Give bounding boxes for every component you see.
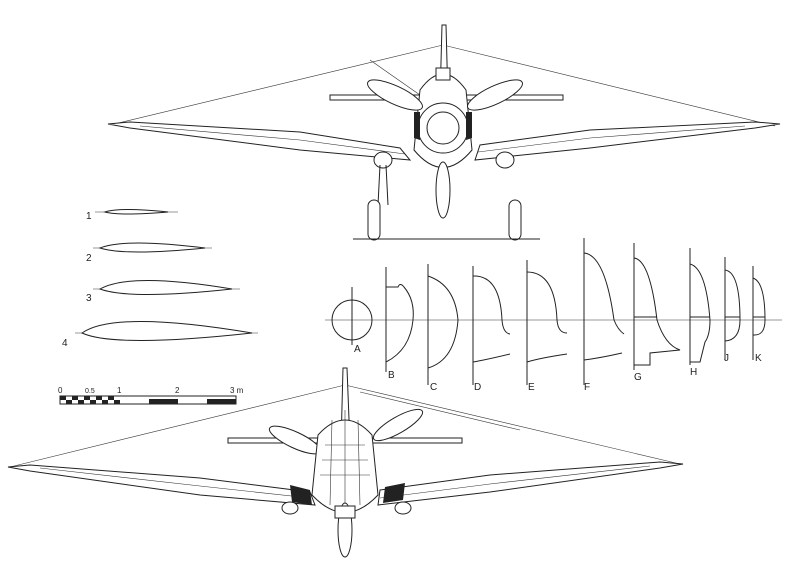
section-H	[689, 263, 711, 363]
left-wheel	[281, 501, 299, 515]
left-wing	[107, 121, 412, 161]
section-B	[385, 284, 414, 363]
bracing-line-right	[442, 44, 776, 127]
airfoil-label: 2	[86, 253, 92, 264]
wing-panel-lines	[39, 465, 651, 499]
scale-bar: 0 0.5 1 2 3 m	[58, 386, 244, 405]
airfoil-1	[103, 209, 169, 215]
bracing-line-left	[109, 44, 444, 126]
section-G	[633, 257, 681, 366]
exhaust-panels	[414, 112, 472, 140]
airfoil-4	[80, 321, 253, 341]
wing-root-panels	[290, 483, 405, 505]
canopy	[435, 67, 451, 81]
section-F	[583, 252, 625, 361]
fuselage-sections: A B C D E F G H J K	[325, 238, 782, 393]
section-label: G	[634, 372, 642, 383]
front-view	[107, 24, 781, 241]
propeller-blade	[367, 79, 423, 111]
section-J	[724, 269, 741, 342]
scale-bar-segment	[149, 399, 178, 404]
gear-fairing	[495, 151, 515, 169]
airfoil-label: 3	[86, 293, 92, 304]
right-wing	[474, 121, 781, 161]
scale-tick-label: 0.5	[85, 388, 95, 395]
airfoil-3	[98, 280, 233, 295]
fuselage-structure-lines	[320, 410, 370, 515]
section-label: A	[354, 344, 361, 355]
airfoil-label: 1	[86, 211, 92, 222]
section-E	[526, 271, 568, 363]
bracing-line-left	[9, 384, 346, 468]
scale-bar-segment	[207, 399, 236, 404]
antenna-line	[369, 59, 421, 96]
tail-wheel-fairing	[334, 505, 356, 519]
section-label: C	[430, 382, 437, 393]
gear-fairing	[373, 151, 393, 169]
section-label: K	[755, 353, 762, 364]
airfoil-2	[98, 242, 206, 253]
left-wheel	[367, 199, 381, 241]
scale-tick-label: 0	[58, 386, 63, 395]
propeller-blade	[467, 79, 523, 111]
right-wheel	[508, 199, 522, 241]
left-wing	[7, 464, 316, 506]
section-label: B	[388, 370, 395, 381]
landing-gear-leg	[377, 164, 389, 206]
airfoil-sections: 1 2 3 4	[62, 209, 258, 349]
spinner	[426, 111, 460, 145]
section-D	[472, 275, 511, 363]
antenna-line	[359, 391, 521, 431]
scale-tick-label: 1	[117, 386, 122, 395]
rear-view	[7, 367, 684, 558]
scale-bar-fine-segments	[60, 396, 120, 404]
scale-tick-label: 3 m	[230, 386, 244, 395]
right-wheel	[394, 501, 412, 515]
propeller-blade	[372, 408, 424, 442]
airfoil-label: 4	[62, 338, 68, 349]
section-label: D	[474, 382, 481, 393]
section-label: E	[528, 382, 535, 393]
section-label: F	[584, 382, 590, 393]
section-label: H	[690, 367, 697, 378]
wing-panel-lines	[139, 125, 746, 155]
scale-tick-label: 2	[175, 386, 180, 395]
bracing-line-right	[344, 384, 681, 465]
section-K	[752, 277, 766, 336]
right-wing	[377, 461, 684, 506]
section-C	[427, 275, 459, 369]
section-label: J	[724, 353, 729, 364]
propeller-blade	[435, 161, 451, 219]
